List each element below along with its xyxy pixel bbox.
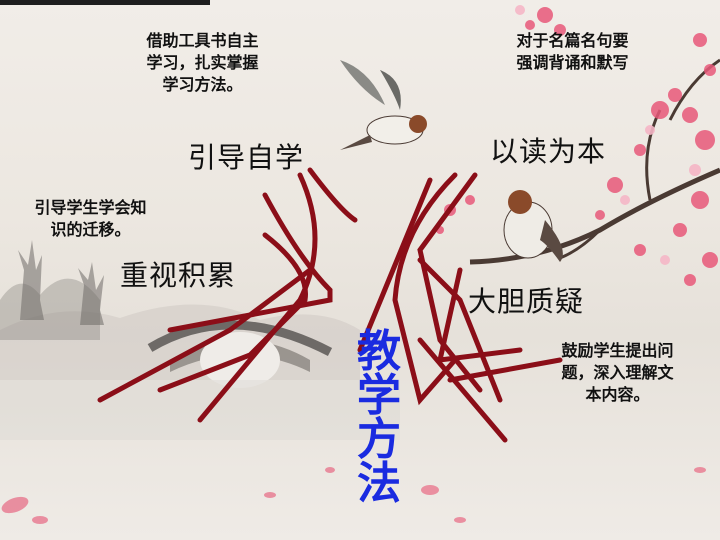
branch-line <box>417 337 508 443</box>
branch-line <box>307 167 358 223</box>
branch-line <box>97 267 313 403</box>
branch-line <box>392 172 458 406</box>
flying-sparrow-illustration <box>340 60 427 150</box>
note-top-right: 对于名篇名句要 强调背诵和默写 <box>500 30 645 74</box>
branch-line <box>447 357 563 383</box>
note-top-left-text: 借助工具书自主 学习，扎实掌握 学习方法。 <box>146 31 259 94</box>
top-bar-decoration <box>0 0 210 5</box>
note-top-right-text: 对于名篇名句要 强调背诵和默写 <box>516 31 629 72</box>
branch-line <box>197 172 318 423</box>
note-top-left: 借助工具书自主 学习，扎实掌握 学习方法。 <box>130 30 275 96</box>
branch-line <box>417 257 503 403</box>
branch-line <box>357 177 433 353</box>
branch-line <box>417 172 483 393</box>
center-title: 教学方法 <box>357 326 401 509</box>
branch-label-accumulate: 重视积累 <box>120 259 237 292</box>
note-bottom-right-text: 鼓励学生提出问 题，深入理解文 本内容。 <box>561 341 674 404</box>
note-bottom-right: 鼓励学生提出问 题，深入理解文 本内容。 <box>545 340 690 406</box>
branch-line <box>167 192 333 333</box>
note-left-mid-text: 引导学生学会知 识的迁移。 <box>34 198 147 239</box>
falling-petals <box>1 467 706 524</box>
plum-blossom-branch <box>436 5 720 286</box>
note-left-mid: 引导学生学会知 识的迁移。 <box>18 197 163 241</box>
branch-label-question: 大胆质疑 <box>468 285 585 318</box>
branch-label-guide: 引导自学 <box>188 141 305 174</box>
perched-sparrow-illustration <box>503 190 563 262</box>
branch-label-read: 以读为本 <box>490 135 607 168</box>
